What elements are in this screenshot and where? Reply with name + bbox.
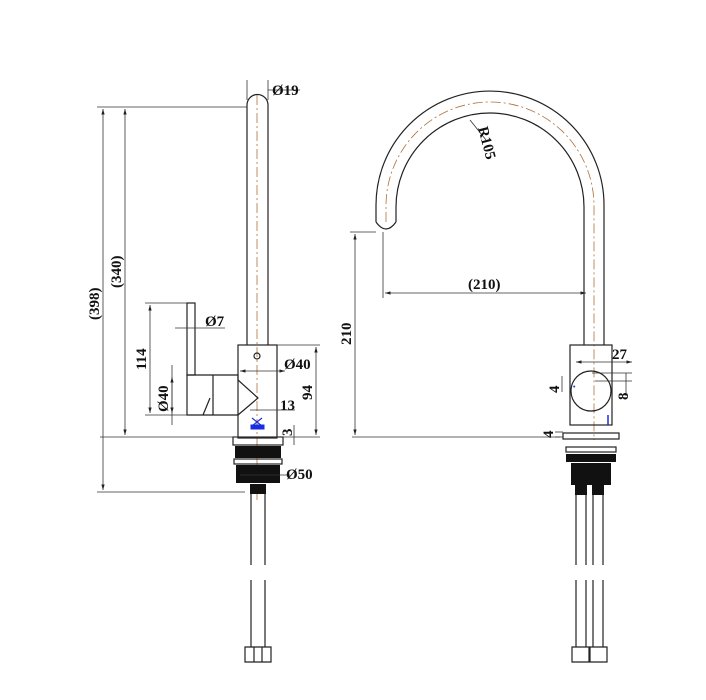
dim-spout-diameter: Ø19	[272, 83, 299, 99]
dim-spout-height: (340)	[109, 256, 125, 289]
dim-body-diameter: Ø40	[284, 357, 311, 373]
arched-spout	[375, 90, 605, 345]
dim-offset: 13	[280, 398, 295, 414]
front-body	[569, 344, 613, 426]
front-base-plate	[562, 432, 620, 440]
dim-total-height: (398)	[87, 288, 103, 321]
side-view: Ø19 (398) (340) Ø7 114 Ø40 Ø40 94 13 3 Ø…	[87, 80, 320, 663]
dim-radius: R105	[474, 125, 498, 161]
hose-nut	[244, 646, 272, 663]
front-base-nut	[571, 463, 611, 485]
handle-knob	[570, 370, 612, 412]
dim-gap: 3	[280, 429, 296, 437]
base-nut	[235, 446, 281, 458]
dim-reach: (210)	[468, 277, 501, 293]
handle-body	[186, 374, 259, 416]
dim-depth: 8	[616, 393, 632, 401]
dim-handle-diameter: Ø7	[205, 314, 225, 330]
front-hoses	[575, 495, 604, 647]
dim-handle-body-diameter: Ø40	[156, 385, 172, 412]
hose-fitting	[250, 484, 266, 494]
body-pin	[253, 352, 261, 360]
outlet-marker	[250, 417, 265, 430]
dim-base-diameter: Ø50	[286, 467, 313, 483]
svg-text:•: •	[573, 384, 576, 391]
faucet-body	[237, 344, 278, 439]
hose	[250, 494, 266, 647]
front-view: • R105 (210) 210 27 4 8 4	[339, 90, 632, 663]
front-centerline	[385, 101, 595, 440]
dim-outlet-height: 210	[339, 323, 355, 346]
dim-base-offset: 4	[541, 430, 557, 438]
dim-handle-height: 114	[134, 348, 150, 370]
dim-body-height: 94	[300, 385, 316, 401]
front-hose-nuts	[571, 646, 608, 663]
dim-width: 27	[612, 347, 628, 363]
handle-stick	[186, 302, 196, 376]
spout-tube	[246, 93, 269, 345]
dim-top-offset: 4	[547, 385, 563, 393]
